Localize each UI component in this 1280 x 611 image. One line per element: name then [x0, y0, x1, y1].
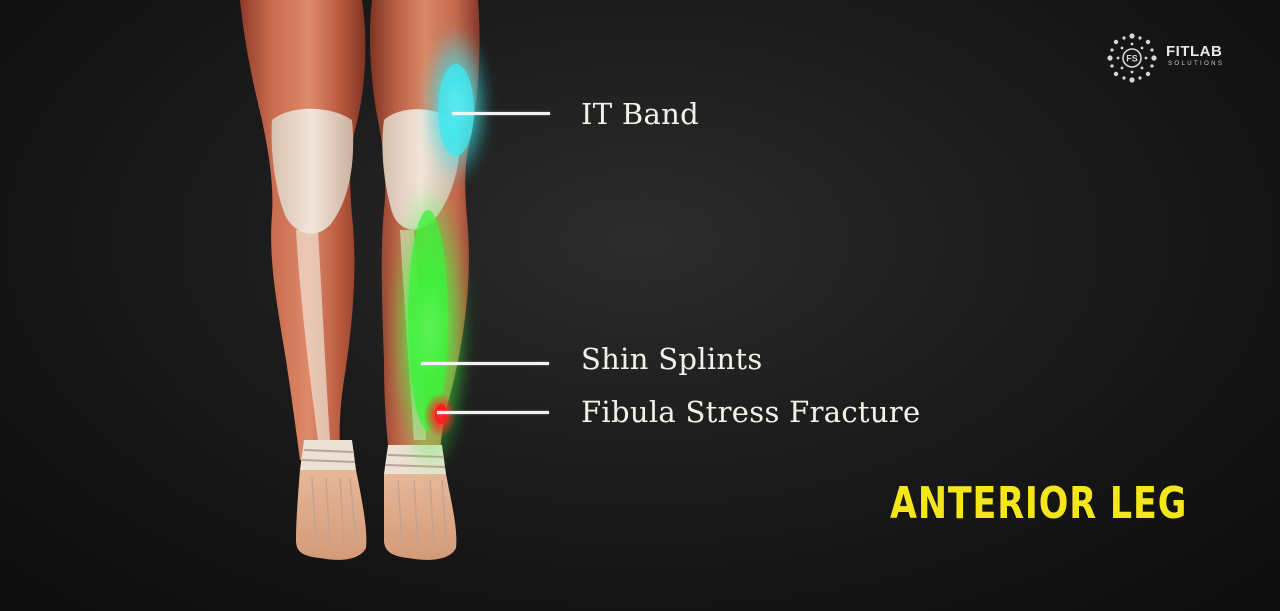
it-band-highlight [422, 25, 490, 185]
shin-splints-highlight [390, 180, 470, 480]
fitlab-logo: FS FITLAB SOLUTIONS [1104, 30, 1254, 86]
logo-mark-text: FS [1126, 54, 1138, 64]
shin-splints-leader-line [421, 362, 549, 365]
logo-subtitle: SOLUTIONS [1168, 61, 1225, 67]
it-band-leader-line [452, 112, 550, 115]
fibula-fracture-highlight [424, 393, 456, 437]
section-title: ANTERIOR LEG [890, 478, 1188, 529]
left-leg [240, 0, 367, 560]
fibula-stress-fracture-label: Fibula Stress Fracture [581, 395, 921, 429]
shin-splints-label: Shin Splints [581, 342, 763, 376]
logo-name: FITLAB [1166, 43, 1223, 60]
it-band-label: IT Band [581, 97, 699, 131]
logo-mark-icon: FS [1107, 33, 1157, 83]
fibula-fracture-leader-line [437, 411, 549, 414]
